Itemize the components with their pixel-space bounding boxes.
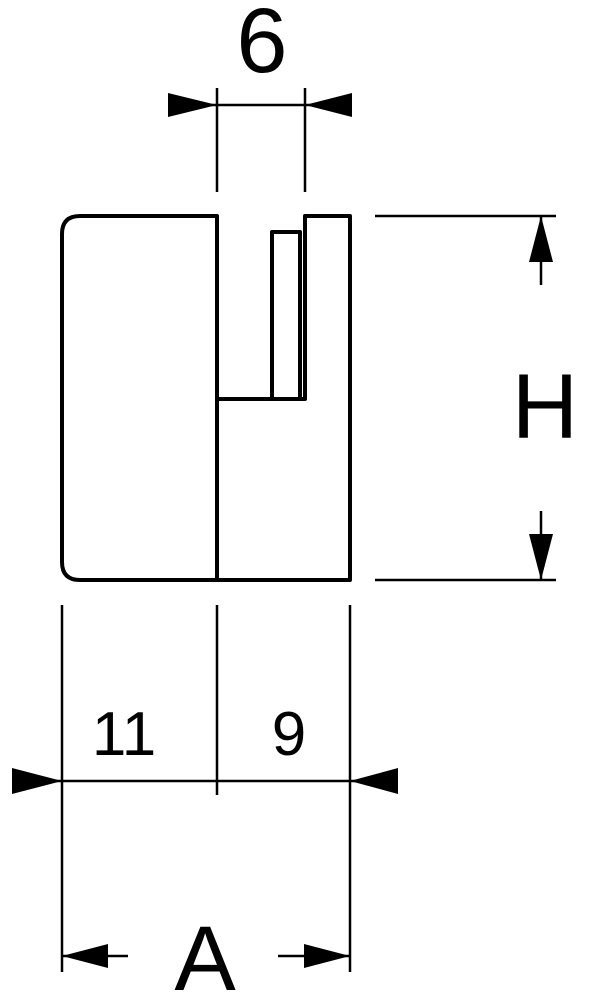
total-width-arrow-right <box>304 944 350 968</box>
slot-arrow-right <box>305 93 352 117</box>
part-widths-arrow-left <box>12 768 62 794</box>
height-arrow-up <box>529 216 553 262</box>
part-outline <box>60 214 352 582</box>
height-arrow-down <box>529 534 553 580</box>
slot-arrow-left <box>168 93 217 117</box>
left-width-label: 11 <box>92 700 156 769</box>
right-width-label: 9 <box>272 700 306 769</box>
width-dimensions: 11 9 A <box>12 605 398 1000</box>
slot-width-label: 6 <box>236 0 287 92</box>
slot-insert <box>270 230 302 399</box>
part-widths-arrow-right <box>350 768 398 794</box>
height-dimension: H <box>375 214 578 582</box>
slot-width-dimension: 6 <box>168 0 352 192</box>
total-width-arrow-left <box>62 944 108 968</box>
total-width-label: A <box>174 908 236 1000</box>
part-profile <box>60 214 352 582</box>
height-label: H <box>512 356 578 458</box>
